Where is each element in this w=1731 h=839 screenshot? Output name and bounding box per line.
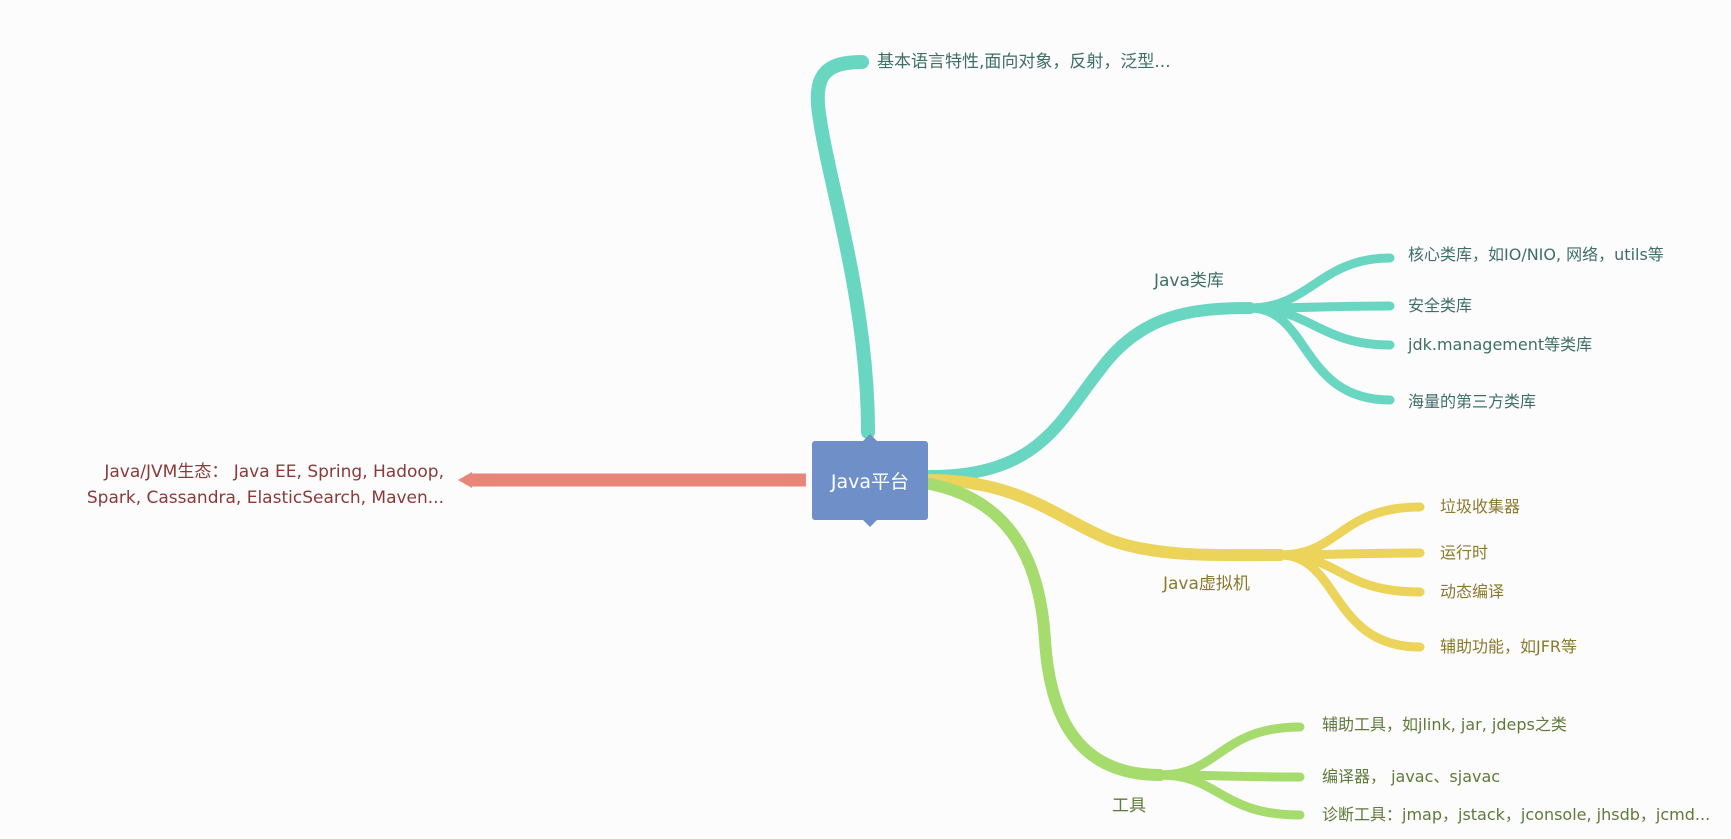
ecosystem-line-2: Spark, Cassandra, ElasticSearch, Maven..… — [86, 488, 444, 508]
library-subconnectors — [1245, 253, 1395, 405]
jvm-subconnectors — [1275, 502, 1425, 652]
ecosystem-line-1: Java/JVM生态： Java EE, Spring, Hadoop, — [104, 462, 444, 482]
connector-ecosystem-arrow — [458, 472, 472, 488]
branch-tools[interactable]: 工具 — [1112, 796, 1146, 816]
connector-library — [924, 302, 1256, 482]
connector-jvm — [924, 474, 1286, 562]
library-item-security[interactable]: 安全类库 — [1408, 296, 1473, 315]
tools-subconnectors — [1155, 722, 1305, 820]
tools-item-auxiliary[interactable]: 辅助工具，如jlink, jar, jdeps之类 — [1322, 715, 1567, 734]
node-notch-bottom — [863, 520, 877, 527]
library-item-core[interactable]: 核心类库，如IO/NIO, 网络，utils等 — [1408, 245, 1664, 264]
tools-item-compiler[interactable]: 编译器， javac、sjavac — [1322, 767, 1501, 786]
jvm-item-runtime[interactable]: 运行时 — [1440, 543, 1489, 562]
central-topic-node[interactable]: Java平台 — [812, 434, 928, 527]
branch-language-features[interactable]: 基本语言特性,面向对象，反射，泛型... — [877, 52, 1171, 72]
jvm-item-gc[interactable]: 垃圾收集器 — [1440, 497, 1521, 516]
library-item-third-party[interactable]: 海量的第三方类库 — [1408, 392, 1537, 411]
connector-language — [810, 55, 875, 439]
central-topic-label: Java平台 — [830, 471, 910, 493]
tools-item-diagnostic[interactable]: 诊断工具：jmap，jstack，jconsole, jhsdb，jcmd... — [1322, 805, 1711, 824]
branch-ecosystem[interactable]: Java/JVM生态： Java EE, Spring, Hadoop, Spa… — [24, 459, 444, 511]
branch-java-library[interactable]: Java类库 — [1154, 271, 1224, 291]
library-item-management[interactable]: jdk.management等类库 — [1408, 335, 1593, 354]
branch-jvm[interactable]: Java虚拟机 — [1163, 574, 1250, 594]
jvm-item-auxiliary[interactable]: 辅助功能，如JFR等 — [1440, 637, 1578, 656]
node-notch-top — [863, 434, 877, 441]
jvm-item-jit[interactable]: 动态编译 — [1440, 582, 1505, 601]
connector-tools — [924, 478, 1166, 781]
